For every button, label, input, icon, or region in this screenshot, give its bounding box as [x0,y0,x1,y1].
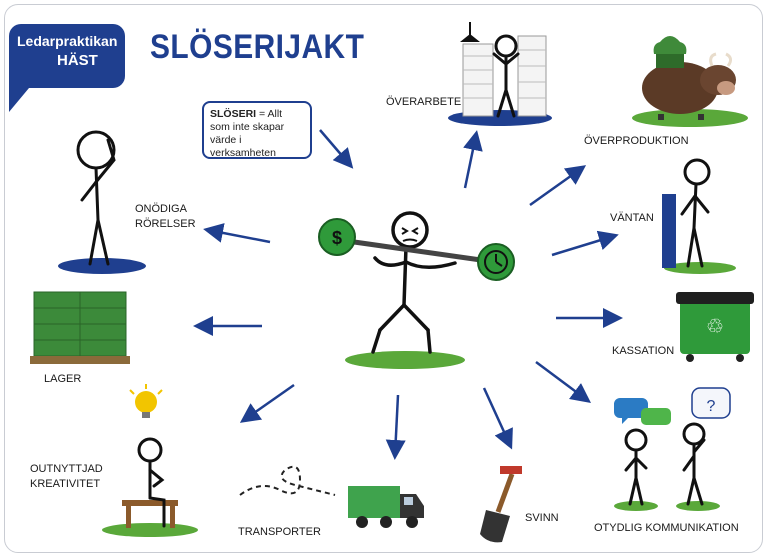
arrows [193,129,623,460]
label-kreativitet-line-2: KREATIVITET [30,478,101,490]
label-svinn: SVINN [525,512,559,524]
rorelser-illustration [58,130,146,274]
label-rorelser-line-1: ONÖDIGA [135,203,187,215]
recycle-icon: ♲ [706,314,724,338]
lager-illustration [30,291,130,364]
arrow-rorelser [203,223,271,244]
arrow-kreativitet [239,383,295,423]
label-overarbete: ÖVERARBETE [386,96,462,108]
badge-line-1: Ledarpraktikan [17,33,118,49]
definition-box: SLÖSERI = Allt som inte skapar värde i v… [202,101,312,159]
svinn-illustration [480,466,522,543]
brand-badge: Ledarpraktikan HÄST [9,24,125,88]
label-lager: LAGER [44,373,82,385]
overarbete-illustration [448,22,552,126]
badge-line-2: HÄST [57,52,98,69]
label-rorelser-line-2: RÖRELSER [135,218,196,230]
arrow-overarbete [463,130,483,189]
weightlifter-figure: $ [318,211,515,369]
definition-text: = Allt som inte skapar värde i verksamhe… [210,108,285,159]
arrow-kommunikation [535,360,592,403]
label-rorelser: ONÖDIGA RÖRELSER [135,202,196,232]
label-overproduktion: ÖVERPRODUKTION [584,135,689,147]
label-kreativitet-line-1: OUTNYTTJAD [30,463,103,475]
arrow-svinn [482,387,513,450]
arrow-vantan [551,230,619,257]
clock-icon [477,243,515,281]
dollar-icon: $ [332,228,342,248]
kreativitet-illustration [102,384,198,537]
badge-notch [9,88,29,112]
vantan-illustration [662,158,736,274]
definition-term: SLÖSERI [210,108,257,120]
label-kreativitet: OUTNYTTJAD KREATIVITET [30,462,103,492]
label-kommunikation: OTYDLIG KOMMUNIKATION [594,522,739,534]
overproduktion-illustration [632,36,748,127]
kassation-illustration: ♲ [676,292,754,362]
question-icon: ? [707,398,716,415]
transporter-illustration [239,465,424,528]
kommunikation-illustration: ? [614,387,731,511]
page-title: SLÖSERIJAKT [150,28,365,66]
arrow-transporter [385,394,406,460]
label-kassation: KASSATION [612,345,675,357]
grass-center [345,351,465,369]
label-vantan: VÄNTAN [610,212,654,224]
label-transporter: TRANSPORTER [238,526,321,538]
arrow-overproduktion [529,165,587,207]
dollar-weight [318,218,356,256]
arrow-definition [319,129,354,169]
